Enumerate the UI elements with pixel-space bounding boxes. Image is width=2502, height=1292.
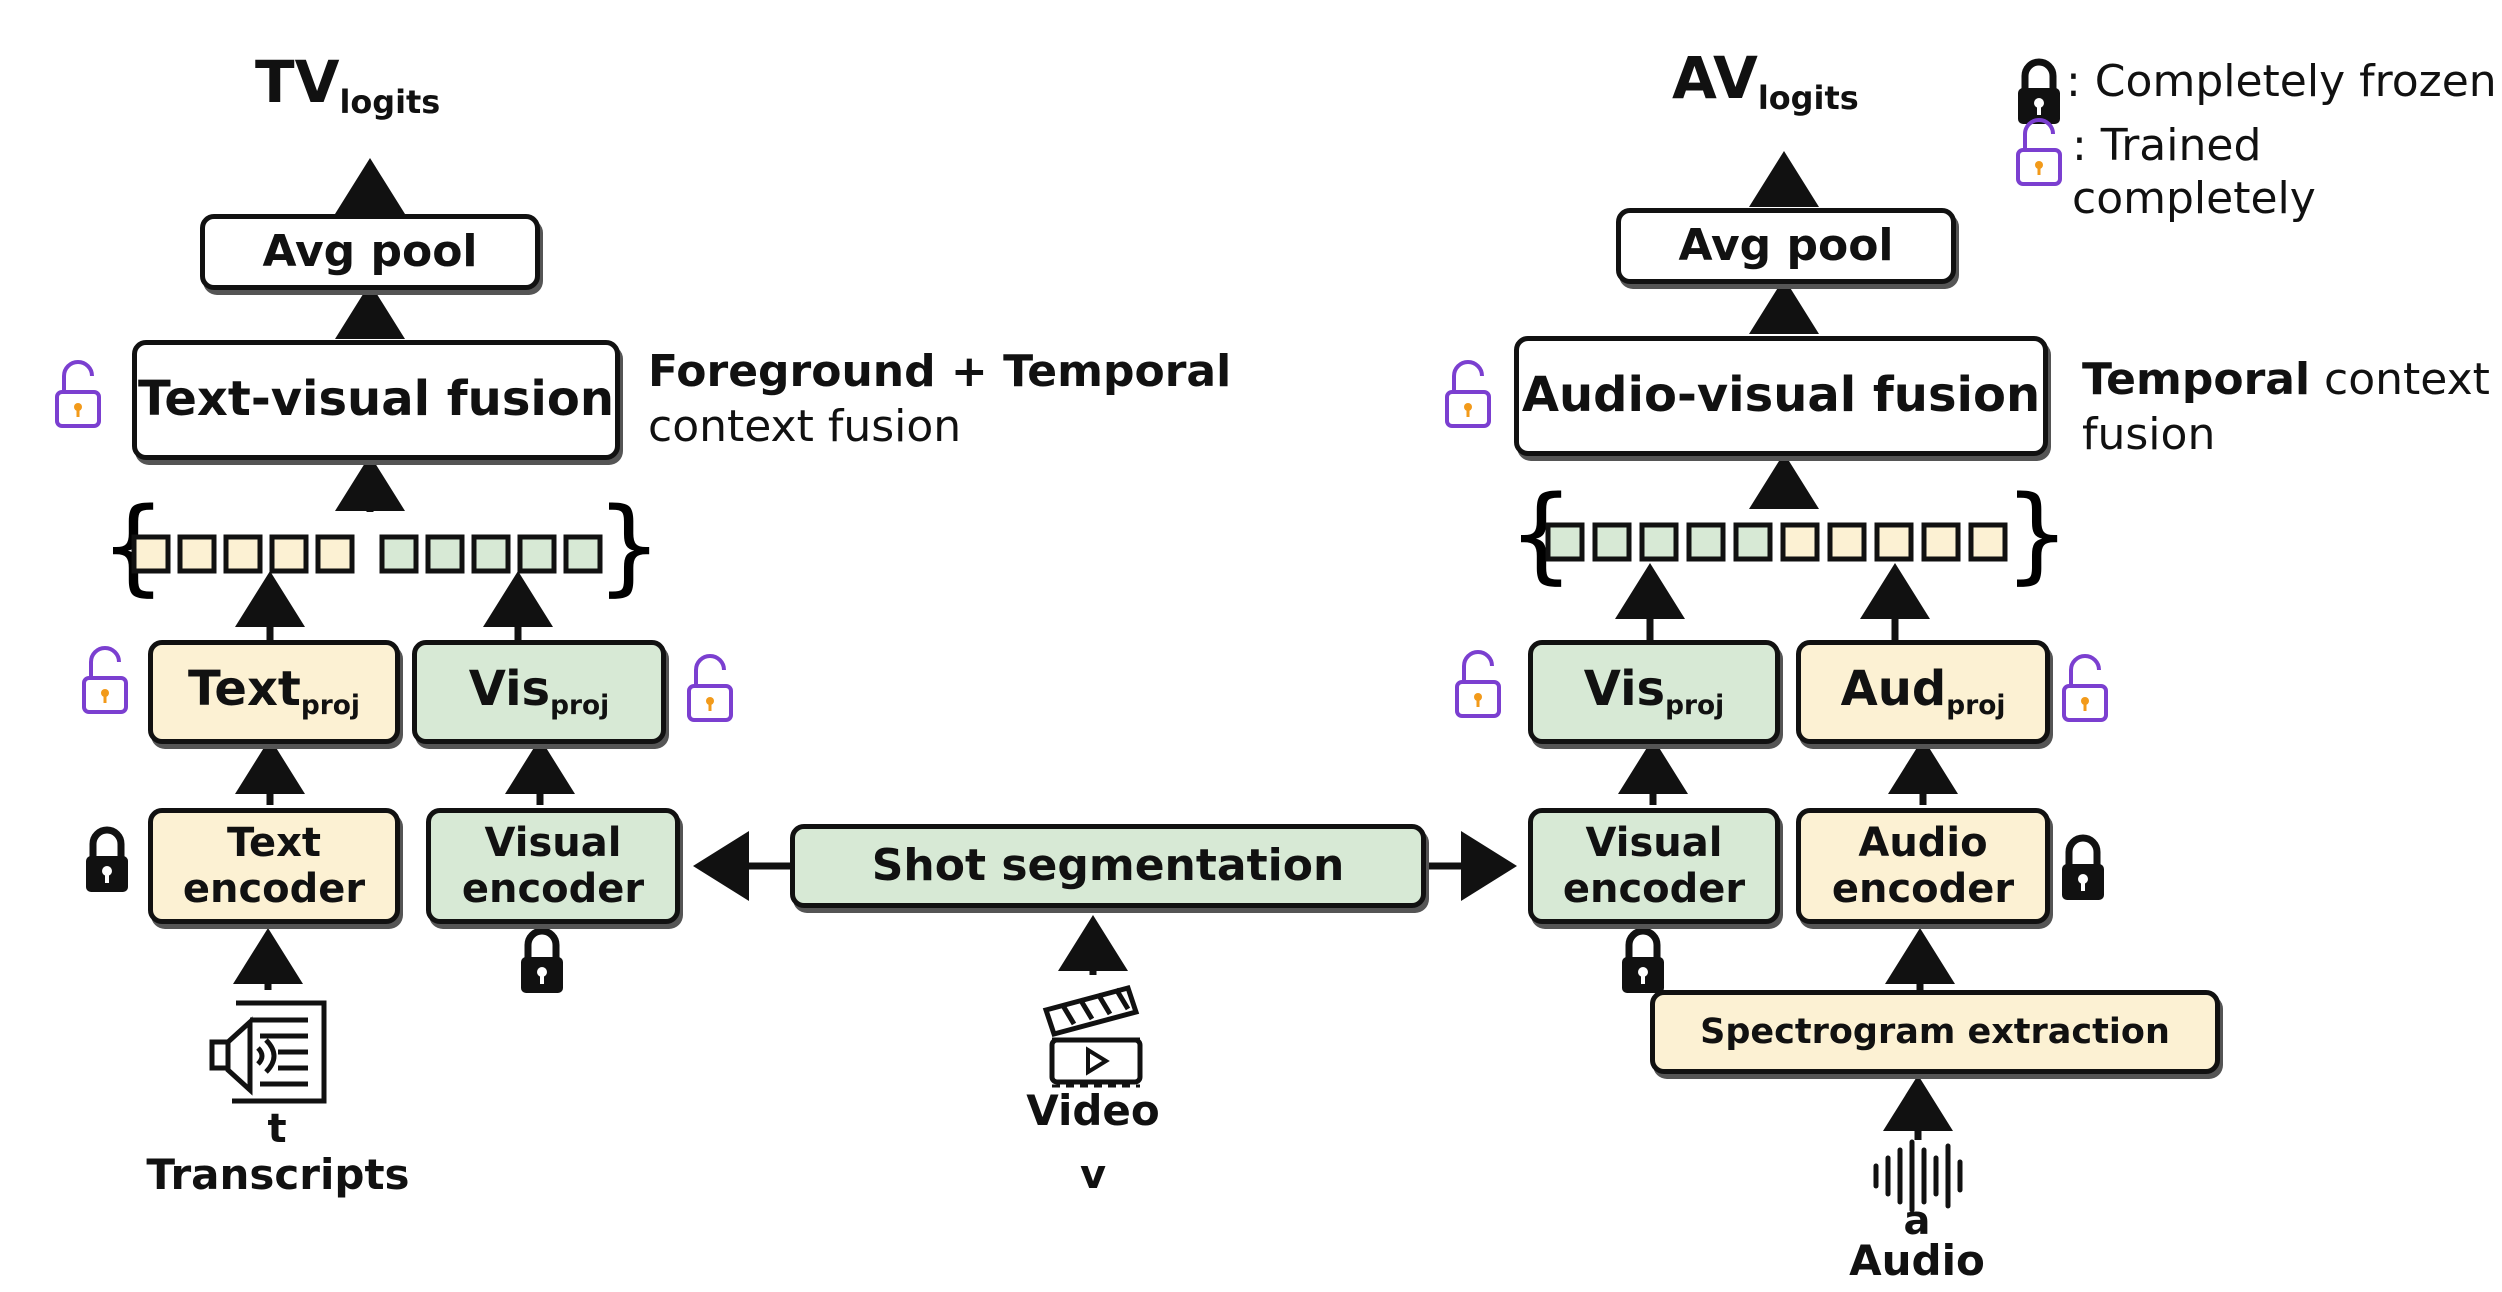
left-avg-pool-box: Avg pool [200,214,540,290]
svg-text:}: } [596,485,662,607]
audio-encoder-box: Audio encoder [1796,808,2050,924]
spectrogram-extraction-box: Spectrogram extraction [1650,990,2220,1074]
center-arrows [693,831,1517,975]
right-avg-pool-label: Avg pool [1678,219,1894,271]
left-visual-encoder-line1: Visual [484,820,622,866]
audio-visual-fusion-box: Audio-visual fusion [1514,336,2048,456]
aud-proj-main: Aud [1840,661,1947,718]
lock-open-icon [82,646,128,714]
left-fusion-desc-bold: Foreground + Temporal [648,346,1232,397]
text-encoder-box: Text encoder [148,808,400,924]
audio-encoder-line1: Audio [1858,820,1988,866]
shot-segmentation-box: Shot segmentation [790,824,1426,908]
legend-trained: : Trained completely [2072,120,2502,226]
tv-logits-output: TVlogits [255,48,440,121]
left-visual-encoder-line2: encoder [461,866,645,912]
aud-proj-box: Audproj [1796,640,2050,744]
lock-open-icon [2016,118,2062,186]
right-vis-proj-box: Visproj [1528,640,1780,744]
transcript-icon [209,1000,327,1104]
tv-output-sub: logits [339,83,441,122]
av-output-sub: logits [1757,79,1859,118]
video-input-label: Video [1026,1086,1160,1135]
text-visual-fusion-box: Text-visual fusion [132,340,620,460]
left-arrows [233,158,575,990]
lock-closed-icon [521,931,563,993]
video-input-symbol: v [1079,1152,1107,1198]
right-visual-encoder-line1: Visual [1585,820,1723,866]
right-visual-encoder-box: Visual encoder [1528,808,1780,924]
lock-open-icon [687,654,733,722]
right-token-sequence: { } [1508,473,2070,595]
right-avg-pool-box: Avg pool [1616,208,1956,284]
transcripts-input-label: Transcripts [146,1150,410,1199]
right-vis-proj-sub: proj [1665,690,1725,722]
right-visual-encoder-line2: encoder [1562,866,1746,912]
audio-input-symbol: a [1903,1198,1931,1244]
text-proj-box: Textproj [148,640,400,744]
text-encoder-line2: encoder [182,866,366,912]
audio-wave-icon [1873,1139,1963,1213]
audio-input-label: Audio [1849,1236,1985,1285]
tv-output-main: TV [255,48,340,116]
av-logits-output: AVlogits [1672,44,1859,117]
lock-open-icon [1455,650,1501,718]
lock-open-icon [2062,654,2108,722]
text-visual-fusion-label: Text-visual fusion [137,371,614,428]
left-fusion-description: Foreground + Temporal context fusion [648,344,1231,454]
legend-trained-label: : Trained completely [2072,120,2316,224]
right-fusion-desc-bold: Temporal [2082,354,2311,405]
lock-closed-icon [1622,931,1664,993]
audio-visual-fusion-label: Audio-visual fusion [1521,367,2041,424]
legend-frozen: : Completely frozen [2066,56,2497,109]
svg-text:}: } [2004,473,2070,595]
legend-frozen-label: : Completely frozen [2066,56,2497,107]
right-vis-proj-main: Vis [1583,661,1666,718]
text-encoder-line1: Text [226,820,322,866]
lock-closed-icon [2018,62,2060,124]
right-fusion-desc-rest2: fusion [2082,409,2216,460]
spectrogram-extraction-label: Spectrogram extraction [1700,1011,2170,1052]
clapperboard-icon [1042,984,1143,1088]
left-vis-proj-sub: proj [550,690,610,722]
right-arrows [1615,151,1958,1140]
lock-closed-icon [86,830,128,892]
left-fusion-desc-rest: context fusion [648,401,962,452]
audio-encoder-line2: encoder [1831,866,2015,912]
right-fusion-description: Temporal context fusion [2082,352,2490,462]
text-proj-sub: proj [300,690,360,722]
left-visual-encoder-box: Visual encoder [426,808,680,924]
aud-proj-sub: proj [1946,690,2006,722]
lock-open-icon [55,360,101,428]
right-fusion-desc-rest1: context [2310,354,2490,405]
transcripts-input-symbol: t [267,1106,287,1152]
left-vis-proj-main: Vis [468,661,551,718]
text-proj-main: Text [188,661,301,718]
left-vis-proj-box: Visproj [412,640,666,744]
lock-closed-icon [2062,838,2104,900]
shot-segmentation-label: Shot segmentation [871,839,1345,891]
av-output-main: AV [1672,44,1758,112]
lock-open-icon [1445,360,1491,428]
left-avg-pool-label: Avg pool [262,225,478,277]
left-token-sequence: { } [100,485,662,607]
